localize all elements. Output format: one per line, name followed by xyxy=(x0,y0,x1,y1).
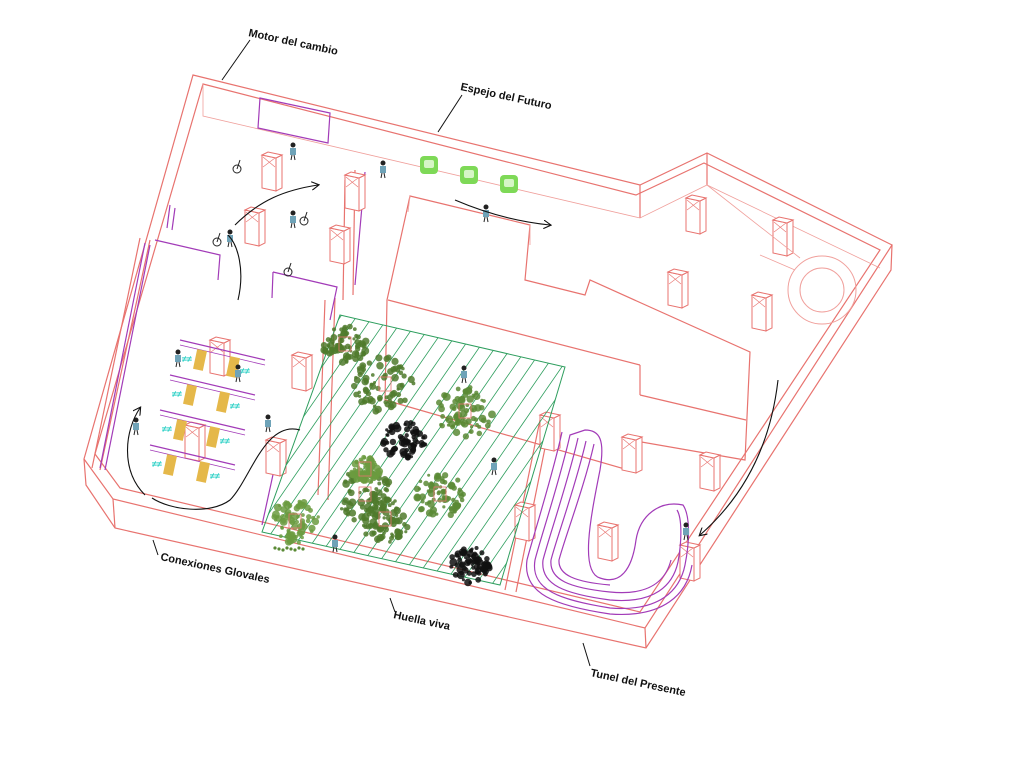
person-icon xyxy=(380,160,386,179)
tree-icon xyxy=(271,498,320,546)
person-icon xyxy=(290,142,296,161)
tree-icon xyxy=(351,354,416,415)
tree-icon xyxy=(380,420,428,461)
outer-wall xyxy=(83,74,893,649)
person-icon xyxy=(175,349,181,368)
column-icon xyxy=(208,336,232,377)
column-icon xyxy=(698,451,722,492)
planter-icon xyxy=(460,166,478,184)
planter-icon xyxy=(500,175,518,193)
label-motor-del-cambio: Motor del cambio xyxy=(247,27,339,58)
shrub-dot xyxy=(297,546,301,550)
tunel-structure xyxy=(525,429,693,616)
tree-icon xyxy=(436,385,496,440)
circle-fountain-icon xyxy=(706,184,857,325)
shrub-dot xyxy=(281,548,285,552)
tree-icon xyxy=(449,545,493,587)
column-icon xyxy=(684,194,708,235)
column-icon xyxy=(596,521,620,562)
label-huella-viva: Huella viva xyxy=(392,609,452,633)
tree-icon xyxy=(349,454,384,484)
column-icon xyxy=(243,206,267,247)
tree-icon xyxy=(320,323,370,366)
desk-cluster: ≠≠ ≠≠ ≠≠ ≠≠ ≠≠ ≠≠ ≠≠ ≠≠ xyxy=(149,339,266,483)
shrub-dot xyxy=(289,547,293,551)
circulation-arrows xyxy=(127,185,779,535)
planter-icons xyxy=(420,156,518,193)
person-icon xyxy=(683,522,689,541)
columns xyxy=(183,151,795,582)
svg-text:≠≠: ≠≠ xyxy=(152,459,162,469)
inner-walls xyxy=(91,84,881,593)
partitions xyxy=(99,97,366,526)
person-icon xyxy=(290,210,296,229)
label-conexiones-glovales: Conexiones Glovales xyxy=(159,551,270,586)
person-icon xyxy=(332,534,338,553)
label-tunel-del-presente: Tunel del Presente xyxy=(589,667,686,699)
shrub-dot xyxy=(285,546,289,550)
column-icon xyxy=(343,171,367,212)
chair-icon xyxy=(232,159,242,174)
planter-icon xyxy=(420,156,438,174)
column-icon xyxy=(666,268,690,309)
column-icon xyxy=(183,421,207,462)
column-icon xyxy=(513,501,537,542)
column-icon xyxy=(290,351,314,392)
label-espejo-del-futuro: Espejo del Futuro xyxy=(459,81,553,112)
shrub-dot xyxy=(301,547,305,551)
person-icon xyxy=(483,204,489,223)
chair-icon xyxy=(283,262,293,277)
svg-text:≠≠: ≠≠ xyxy=(172,389,182,399)
shrub-dot xyxy=(273,546,277,550)
svg-text:≠≠: ≠≠ xyxy=(240,366,250,376)
svg-text:≠≠: ≠≠ xyxy=(162,424,172,434)
person-icon xyxy=(235,364,241,383)
svg-text:≠≠: ≠≠ xyxy=(210,471,220,481)
svg-text:≠≠: ≠≠ xyxy=(182,354,192,364)
person-icon xyxy=(133,417,139,436)
label-leaders xyxy=(152,39,591,667)
shrub-dot xyxy=(277,547,281,551)
chair-icon xyxy=(212,232,222,247)
svg-text:≠≠: ≠≠ xyxy=(230,401,240,411)
garden-area xyxy=(261,314,566,587)
column-icon xyxy=(750,291,774,332)
tree-icon xyxy=(413,472,466,519)
tree-icon xyxy=(358,496,411,544)
person-icon xyxy=(227,229,233,248)
person-icon xyxy=(491,457,497,476)
column-icon xyxy=(538,411,562,452)
person-icon xyxy=(265,414,271,433)
column-icon xyxy=(264,436,288,477)
column-icon xyxy=(620,433,644,474)
shrub-dot xyxy=(293,548,297,552)
column-icon xyxy=(771,216,795,257)
column-icon xyxy=(260,151,284,192)
column-icon xyxy=(328,224,352,265)
people xyxy=(133,142,689,553)
chair-icon xyxy=(299,211,309,226)
person-icon xyxy=(461,365,467,384)
svg-text:≠≠: ≠≠ xyxy=(220,436,230,446)
